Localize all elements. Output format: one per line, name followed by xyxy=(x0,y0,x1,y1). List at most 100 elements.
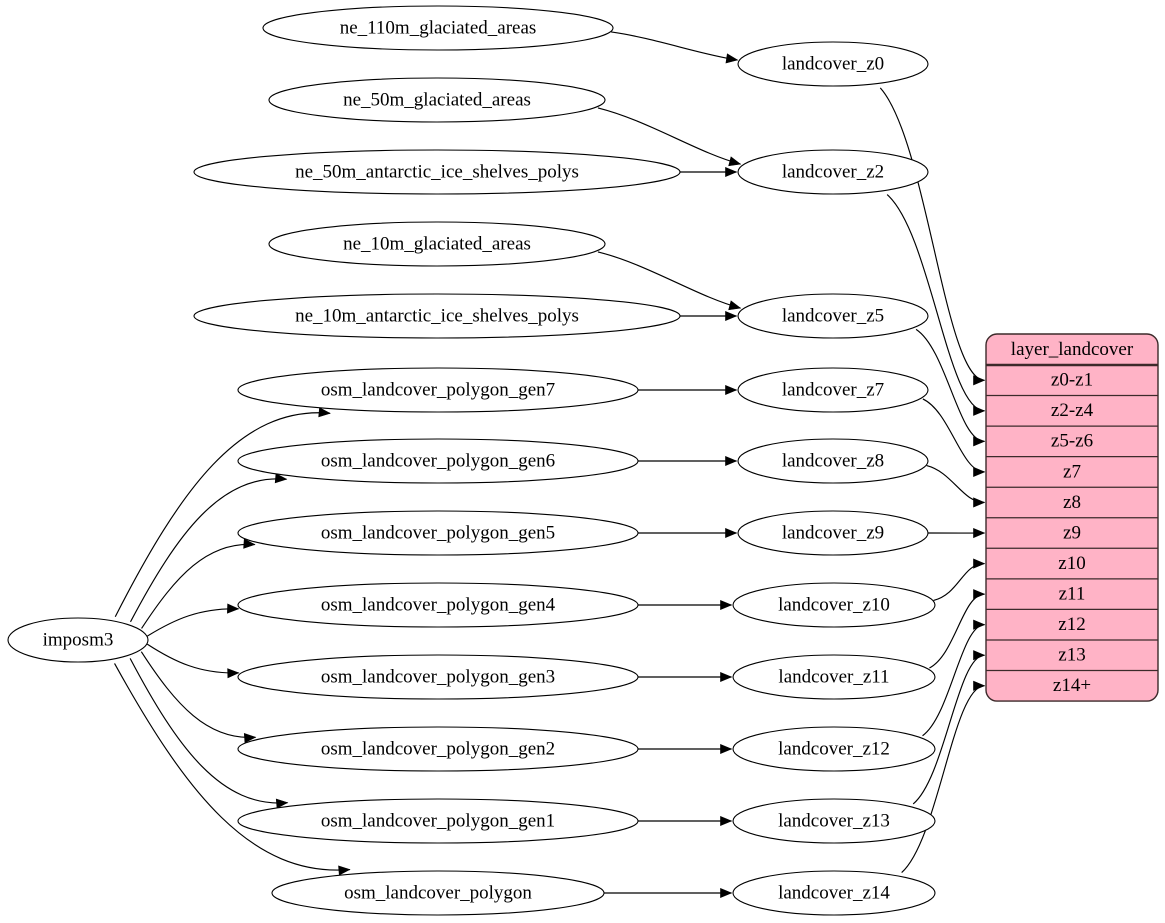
node-ellipse xyxy=(193,149,681,195)
node-osm_landcover_polygon_gen3[interactable]: osm_landcover_polygon_gen3 xyxy=(237,654,639,700)
node-landcover_z11[interactable]: landcover_z11 xyxy=(732,654,936,700)
edge-landcover_z0-to-layer-landcover-z0-z1 xyxy=(879,87,985,381)
node-label: osm_landcover_polygon_gen5 xyxy=(321,522,555,543)
node-ellipse xyxy=(237,654,639,700)
node-ne_50m_glaciated_areas[interactable]: ne_50m_glaciated_areas xyxy=(268,77,606,123)
table-row-z14-: z14+ xyxy=(1053,675,1091,696)
arrowhead-landcover-z2 xyxy=(728,156,742,167)
node-landcover_z5[interactable]: landcover_z5 xyxy=(737,293,929,339)
arrowhead-layer-landcover-z11 xyxy=(973,589,986,600)
edges-layer xyxy=(114,31,986,899)
node-ellipse xyxy=(268,221,606,267)
node-osm_landcover_polygon_gen6[interactable]: osm_landcover_polygon_gen6 xyxy=(237,438,639,484)
node-ellipse xyxy=(737,367,929,413)
node-ne_110m_glaciated_areas[interactable]: ne_110m_glaciated_areas xyxy=(262,5,614,51)
arrowhead-layer-landcover-z0-z1 xyxy=(973,375,986,386)
node-ellipse xyxy=(737,149,929,195)
arrowhead-landcover-z10 xyxy=(720,599,733,611)
node-ellipse xyxy=(732,582,936,628)
node-landcover_z8[interactable]: landcover_z8 xyxy=(737,438,929,484)
node-ne_50m_antarctic_ice_shelves_polys[interactable]: ne_50m_antarctic_ice_shelves_polys xyxy=(193,149,681,195)
table-row-z5-z6: z5-z6 xyxy=(1051,431,1093,452)
node-label: landcover_z12 xyxy=(778,738,890,759)
arrowhead-osm-landcover-polygon-gen3 xyxy=(227,668,240,679)
node-label: ne_50m_glaciated_areas xyxy=(343,89,531,110)
node-ellipse xyxy=(732,870,936,916)
node-osm_landcover_polygon_gen5[interactable]: osm_landcover_polygon_gen5 xyxy=(237,510,639,556)
node-label: landcover_z11 xyxy=(778,666,889,687)
node-ellipse xyxy=(262,5,614,51)
node-ellipse xyxy=(737,438,929,484)
node-landcover_z13[interactable]: landcover_z13 xyxy=(732,798,936,844)
arrowhead-landcover-z12 xyxy=(720,743,733,755)
arrowhead-layer-landcover-z8 xyxy=(973,497,986,508)
arrowhead-landcover-z8 xyxy=(725,455,738,467)
arrowhead-landcover-z13 xyxy=(720,815,733,827)
node-label: osm_landcover_polygon_gen7 xyxy=(321,379,555,400)
node-ellipse xyxy=(237,367,639,413)
arrowhead-osm-landcover-polygon-gen7 xyxy=(318,407,331,418)
arrowhead-layer-landcover-z14- xyxy=(973,680,986,691)
arrowhead-layer-landcover-z7 xyxy=(973,466,986,477)
table-row-z0-z1: z0-z1 xyxy=(1051,370,1093,391)
node-landcover_z0[interactable]: landcover_z0 xyxy=(737,41,929,87)
arrowhead-osm-landcover-polygon-gen1 xyxy=(275,798,289,809)
node-landcover_z9[interactable]: landcover_z9 xyxy=(737,510,929,556)
arrowhead-layer-landcover-z13 xyxy=(973,650,986,661)
node-label: landcover_z0 xyxy=(782,53,884,74)
arrowhead-landcover-z7 xyxy=(725,384,738,396)
node-ellipse xyxy=(237,582,639,628)
arrowhead-landcover-z2 xyxy=(725,166,738,178)
node-label: ne_10m_antarctic_ice_shelves_polys xyxy=(295,305,579,326)
edge-ne_110m_glaciated_areas-to-landcover-z0 xyxy=(611,31,738,61)
edge-imposm3-to-osm-landcover-polygon-gen2 xyxy=(140,651,256,738)
edge-ne_10m_glaciated_areas-to-landcover-z5 xyxy=(597,251,741,309)
node-label: ne_10m_glaciated_areas xyxy=(343,233,531,254)
node-landcover_z12[interactable]: landcover_z12 xyxy=(732,726,936,772)
node-label: osm_landcover_polygon_gen6 xyxy=(321,450,555,471)
edge-imposm3-to-osm-landcover-polygon-gen6 xyxy=(129,478,287,623)
table-row-z8: z8 xyxy=(1063,492,1081,513)
node-osm_landcover_polygon_gen2[interactable]: osm_landcover_polygon_gen2 xyxy=(237,726,639,772)
nodes-layer: imposm3 ne_110m_glaciated_areas ne_50m_gla… xyxy=(7,5,936,916)
arrowhead-landcover-z9 xyxy=(725,527,738,539)
node-landcover_z10[interactable]: landcover_z10 xyxy=(732,582,936,628)
edge-landcover_z14-to-layer-landcover-z14- xyxy=(901,685,985,874)
node-ne_10m_glaciated_areas[interactable]: ne_10m_glaciated_areas xyxy=(268,221,606,267)
node-osm_landcover_polygon_gen4[interactable]: osm_landcover_polygon_gen4 xyxy=(237,582,639,628)
node-label: landcover_z9 xyxy=(782,522,884,543)
node-ne_10m_antarctic_ice_shelves_polys[interactable]: ne_10m_antarctic_ice_shelves_polys xyxy=(193,293,681,339)
arrowhead-landcover-z5 xyxy=(725,310,738,322)
node-label: osm_landcover_polygon_gen2 xyxy=(321,738,555,759)
node-label: osm_landcover_polygon_gen3 xyxy=(321,666,555,687)
edge-imposm3-to-osm-landcover-polygon-gen7 xyxy=(114,412,331,617)
node-ellipse xyxy=(732,654,936,700)
edge-landcover_z13-to-layer-landcover-z13 xyxy=(912,654,985,805)
edge-imposm3-to-osm-landcover-polygon-gen1 xyxy=(129,658,288,804)
node-ellipse xyxy=(271,870,605,916)
node-osm_landcover_polygon_gen7[interactable]: osm_landcover_polygon_gen7 xyxy=(237,367,639,413)
node-label: osm_landcover_polygon_gen4 xyxy=(321,594,556,615)
arrowhead-osm-landcover-polygon-gen2 xyxy=(243,733,257,744)
node-label: ne_110m_glaciated_areas xyxy=(340,17,537,38)
node-osm_landcover_polygon_gen1[interactable]: osm_landcover_polygon_gen1 xyxy=(237,798,639,844)
table-row-z12: z12 xyxy=(1058,614,1085,635)
table-row-z7: z7 xyxy=(1063,461,1081,482)
table-row-z11: z11 xyxy=(1059,583,1086,604)
node-landcover_z7[interactable]: landcover_z7 xyxy=(737,367,929,413)
edge-imposm3-to-osm-landcover-polygon-gen4 xyxy=(146,608,239,637)
node-label: osm_landcover_polygon_gen1 xyxy=(321,810,555,831)
arrowhead-layer-landcover-z5-z6 xyxy=(973,436,986,447)
node-osm_landcover_polygon[interactable]: osm_landcover_polygon xyxy=(271,870,605,916)
node-ellipse xyxy=(237,798,639,844)
node-landcover_z2[interactable]: landcover_z2 xyxy=(737,149,929,195)
node-imposm3[interactable]: imposm3 xyxy=(7,617,149,663)
arrowhead-landcover-z0 xyxy=(725,53,739,64)
edge-landcover_z12-to-layer-landcover-z12 xyxy=(922,624,985,737)
node-ellipse xyxy=(237,510,639,556)
node-landcover_z14[interactable]: landcover_z14 xyxy=(732,870,936,916)
node-label: imposm3 xyxy=(43,629,114,650)
node-ellipse xyxy=(237,438,639,484)
node-label: osm_landcover_polygon xyxy=(344,882,532,903)
